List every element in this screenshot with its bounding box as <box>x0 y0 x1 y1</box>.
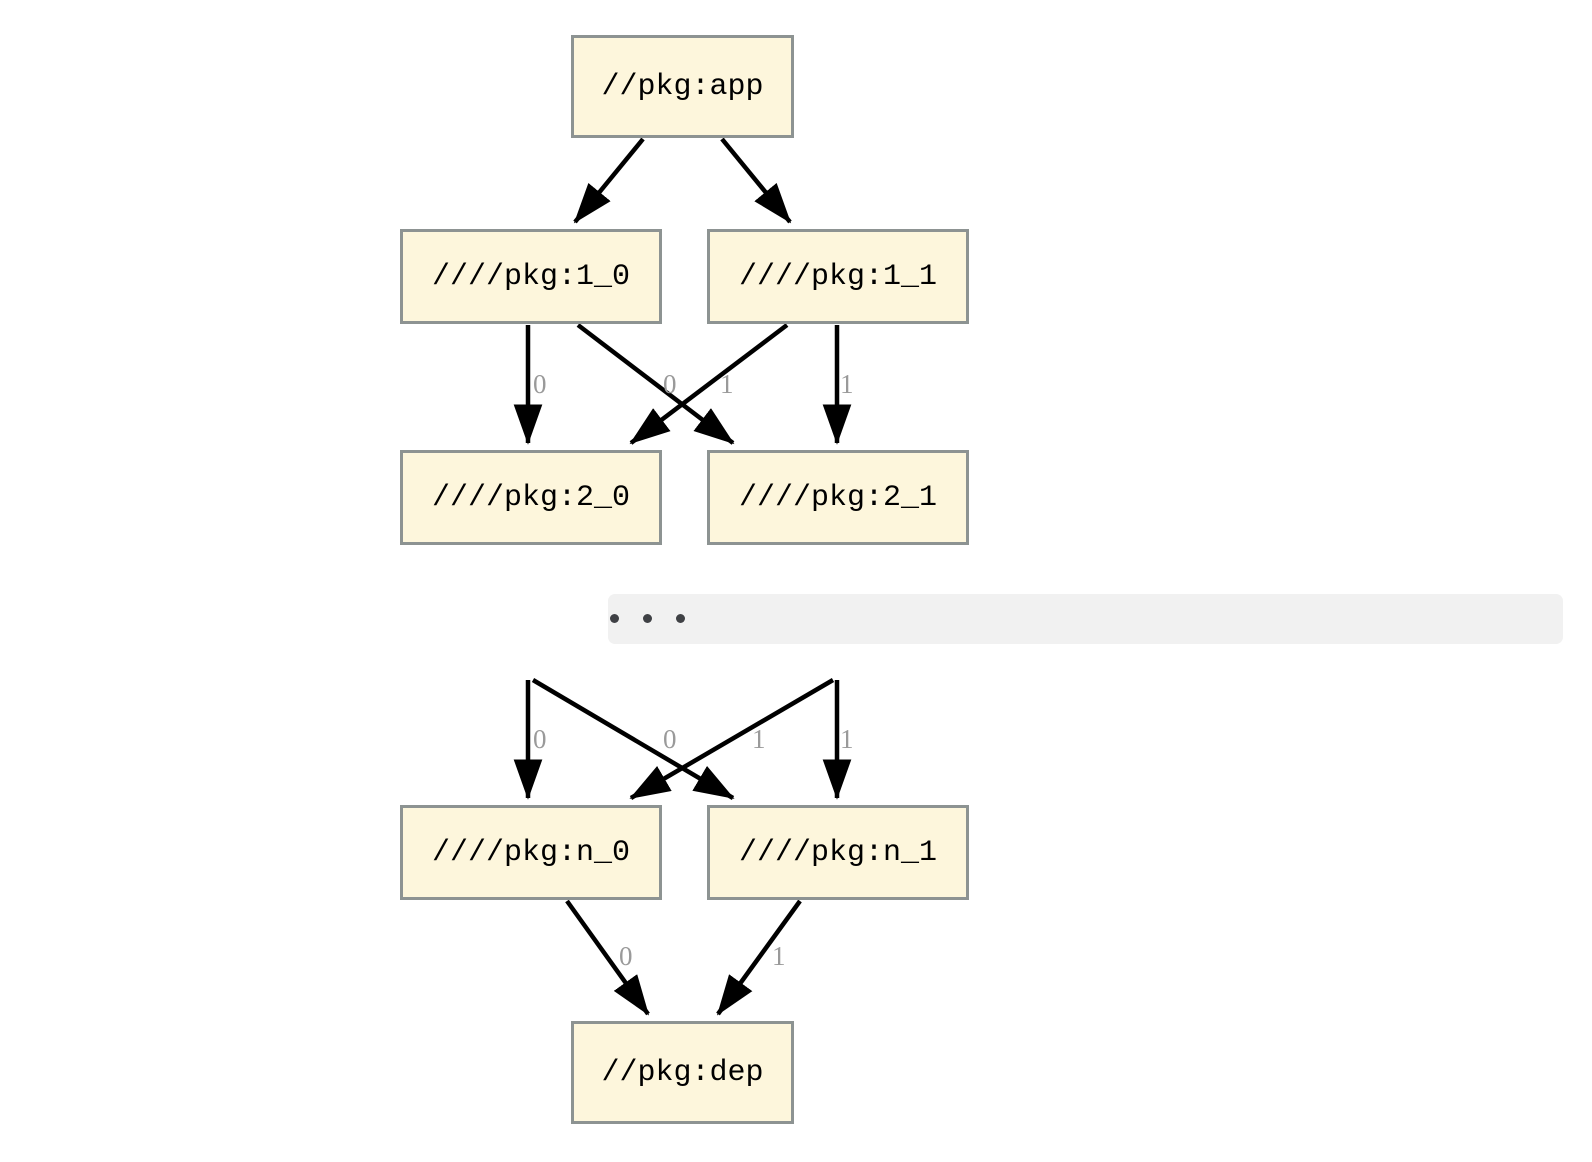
edge-label-1_0-2_0: 0 <box>533 369 547 399</box>
node-label: //pkg:dep <box>601 1055 764 1090</box>
edge-label-above-n_1: 0 <box>663 724 677 754</box>
edge-label-1_1-2_1: 1 <box>840 369 854 399</box>
ellipsis-dot-2 <box>643 614 652 623</box>
edge-label-1_0-2_1: 0 <box>663 369 677 399</box>
edge-1_1-to-2_0 <box>629 323 789 445</box>
ellipsis-band <box>608 594 1563 644</box>
edge-above2-to-n_0 <box>629 678 835 800</box>
ellipsis-dot-3 <box>676 614 685 623</box>
edge-app-to-1_0 <box>573 137 645 224</box>
node-label: //pkg:app <box>601 69 764 104</box>
node-pkg-1-1[interactable]: ////pkg:1_1 <box>707 229 969 324</box>
edge-label-1_1-2_0: 1 <box>720 369 734 399</box>
edge-label-above-n_0: 0 <box>533 724 547 754</box>
node-pkg-1-0[interactable]: ////pkg:1_0 <box>400 229 662 324</box>
edge-n_1-to-dep <box>716 899 802 1016</box>
node-label: ////pkg:2_0 <box>431 480 631 515</box>
node-label: ////pkg:1_0 <box>431 259 631 294</box>
edge-app-to-1_1 <box>720 137 792 224</box>
node-pkg-app[interactable]: //pkg:app <box>571 35 794 138</box>
node-label: ////pkg:2_1 <box>738 480 938 515</box>
node-pkg-n-0[interactable]: ////pkg:n_0 <box>400 805 662 900</box>
edge-label-above2-n_1: 1 <box>840 724 854 754</box>
node-label: ////pkg:n_0 <box>431 835 631 870</box>
edge-label-n_0-dep: 0 <box>619 941 633 971</box>
edge-label-n_1-dep: 1 <box>772 941 786 971</box>
node-pkg-dep[interactable]: //pkg:dep <box>571 1021 794 1124</box>
edge-1_0-to-2_1 <box>576 323 735 445</box>
edge-above-to-n_1 <box>531 678 735 800</box>
ellipsis-dot-1 <box>610 614 619 623</box>
node-pkg-2-1[interactable]: ////pkg:2_1 <box>707 450 969 545</box>
node-pkg-2-0[interactable]: ////pkg:2_0 <box>400 450 662 545</box>
node-pkg-n-1[interactable]: ////pkg:n_1 <box>707 805 969 900</box>
node-label: ////pkg:n_1 <box>738 835 938 870</box>
ellipsis-indicator <box>610 614 685 623</box>
node-label: ////pkg:1_1 <box>738 259 938 294</box>
edge-n_0-to-dep <box>565 899 650 1016</box>
edge-label-above2-n_0: 1 <box>752 724 766 754</box>
